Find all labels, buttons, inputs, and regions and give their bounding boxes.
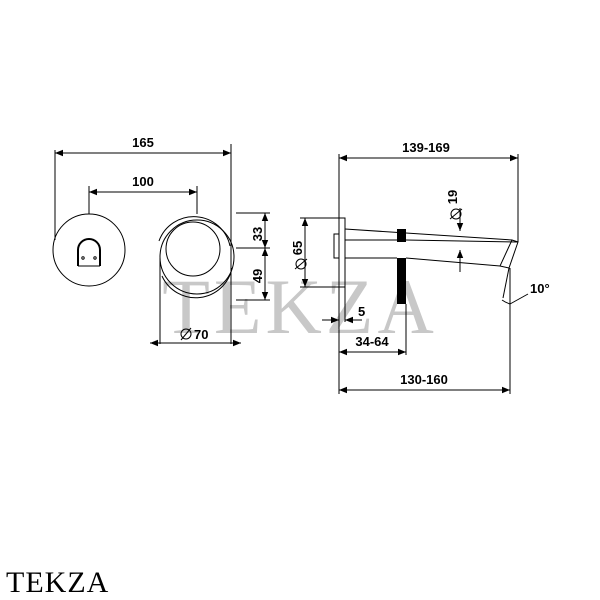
dim-49-label: 49 (250, 269, 265, 283)
side-view: 139-169 65 19 5 34-64 130-160 10° (290, 140, 550, 394)
diameter-symbol (294, 258, 308, 270)
spout-rosette (159, 219, 235, 295)
dim-19-label: 19 (445, 190, 460, 204)
brand-label: TEKZA (6, 566, 110, 599)
front-view: 165 100 33 49 70 (52, 135, 270, 347)
dim-33-label: 33 (250, 227, 265, 241)
concealed-body (397, 229, 406, 242)
dim-5-label: 5 (358, 304, 365, 319)
spout-tip (499, 239, 519, 269)
diameter-symbol (180, 327, 192, 341)
dim-10-arc (501, 299, 511, 305)
watermark-text: TEKZA (162, 263, 438, 350)
dim-34-64-label: 34-64 (355, 334, 389, 349)
dim-65-label: 65 (290, 241, 305, 255)
dim-70-label: 70 (194, 327, 208, 342)
dim-139-169-label: 139-169 (402, 140, 450, 155)
dim-165-label: 165 (132, 135, 154, 150)
dim-100-label: 100 (132, 174, 154, 189)
spout-outlet (165, 221, 221, 277)
dim-10-label: 10° (530, 281, 550, 296)
diameter-symbol (449, 208, 463, 220)
lever-handle (77, 238, 101, 266)
dim-130-160-label: 130-160 (400, 372, 448, 387)
control-rosette (52, 213, 126, 287)
